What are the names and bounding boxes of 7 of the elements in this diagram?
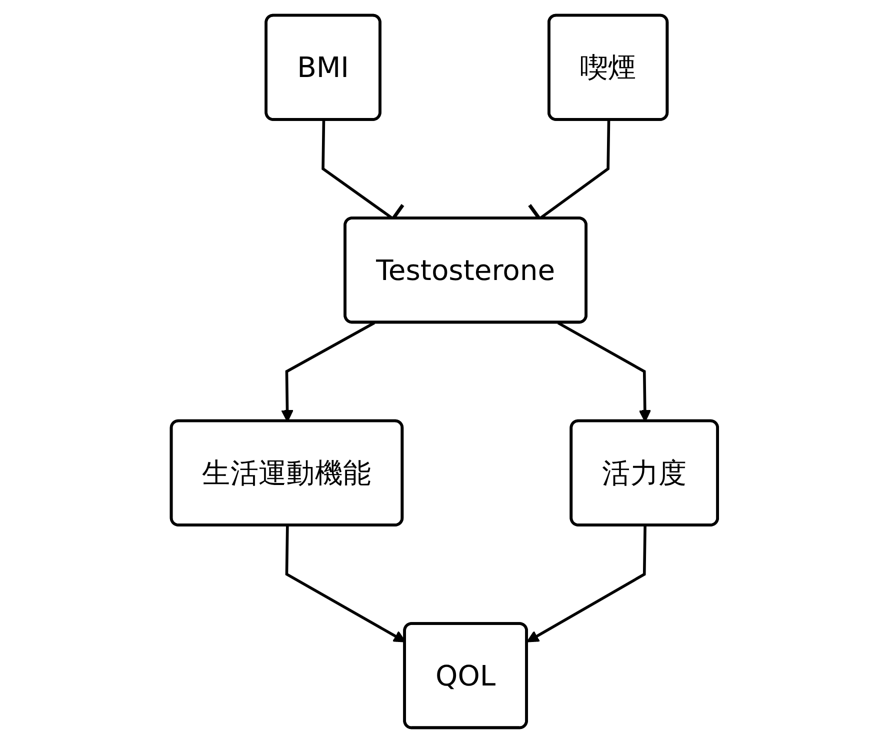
rounded-box: BMI <box>264 14 382 121</box>
rounded-box: QOL <box>403 622 528 730</box>
rounded-box: 喫煙 <box>548 14 669 121</box>
arrow <box>526 526 647 642</box>
rounded-box: 生活運動機能 <box>170 419 404 526</box>
rounded-box: Testosterone <box>344 216 588 324</box>
rounded-box: 活力度 <box>570 419 720 526</box>
